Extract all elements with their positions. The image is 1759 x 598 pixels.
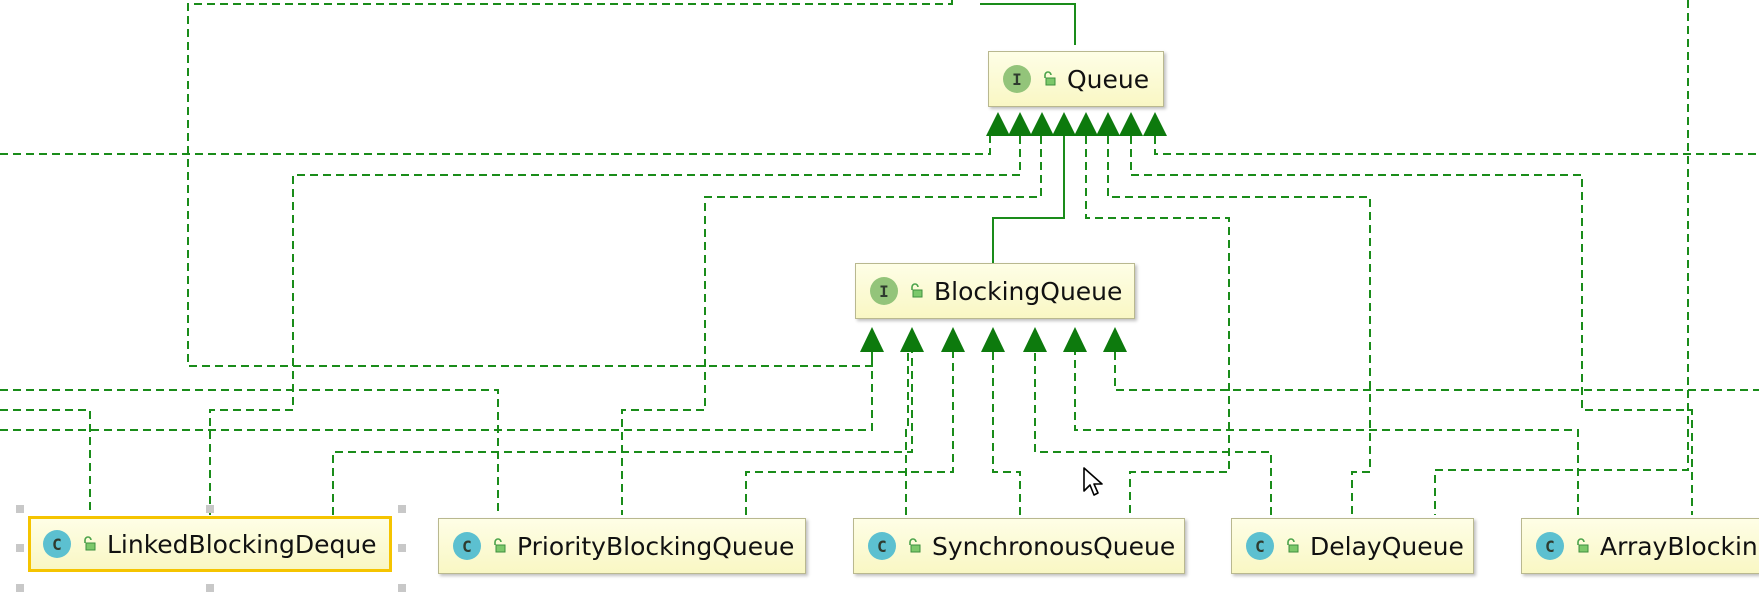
class-badge-icon: C bbox=[43, 530, 71, 558]
implements-edge bbox=[1074, 352, 1579, 515]
implements-edge bbox=[1434, 0, 1689, 515]
selection-handle[interactable] bbox=[206, 584, 214, 592]
inheritance-arrowhead bbox=[1074, 112, 1098, 136]
public-access-icon bbox=[911, 283, 923, 298]
inheritance-arrowhead bbox=[1143, 112, 1167, 136]
inheritance-arrowhead bbox=[1030, 112, 1054, 136]
implements-edge bbox=[1130, 136, 1693, 515]
implements-edge bbox=[0, 136, 991, 155]
implements-edge bbox=[0, 409, 91, 515]
inheritance-arrowhead bbox=[941, 327, 965, 352]
inheritance-arrowhead bbox=[1119, 112, 1143, 136]
implements-edge bbox=[0, 352, 873, 431]
node-array-blocking-queue[interactable]: C ArrayBlockingQueue bbox=[1521, 518, 1759, 574]
node-label: SynchronousQueue bbox=[932, 531, 1176, 561]
public-access-icon bbox=[494, 538, 506, 553]
mouse-pointer-icon bbox=[1083, 467, 1103, 496]
inheritance-arrowhead bbox=[1052, 112, 1076, 136]
node-queue[interactable]: I Queue bbox=[988, 51, 1164, 107]
selection-handle[interactable] bbox=[16, 544, 24, 552]
extends-edge bbox=[980, 3, 1076, 45]
implements-edge bbox=[1154, 136, 1759, 155]
class-badge-icon: C bbox=[453, 532, 481, 560]
node-label: LinkedBlockingDeque bbox=[107, 529, 377, 559]
inheritance-arrowhead bbox=[860, 327, 884, 352]
node-blocking-queue[interactable]: I BlockingQueue bbox=[855, 263, 1135, 319]
node-label: ArrayBlockingQueue bbox=[1600, 531, 1759, 561]
inheritance-arrowhead bbox=[1063, 327, 1087, 352]
inheritance-arrowhead bbox=[1103, 327, 1127, 352]
node-label: PriorityBlockingQueue bbox=[517, 531, 795, 561]
class-badge-icon: C bbox=[1246, 532, 1274, 560]
selection-handle[interactable] bbox=[398, 584, 406, 592]
node-delay-queue[interactable]: C DelayQueue bbox=[1231, 518, 1474, 574]
public-access-icon bbox=[909, 538, 921, 553]
node-label: Queue bbox=[1067, 64, 1150, 94]
implements-edge bbox=[992, 352, 1021, 515]
inheritance-arrowhead bbox=[986, 112, 1010, 136]
implements-edge bbox=[209, 136, 1021, 515]
node-label: DelayQueue bbox=[1310, 531, 1464, 561]
class-badge-icon: C bbox=[868, 532, 896, 560]
interface-badge-icon: I bbox=[1003, 65, 1031, 93]
class-badge-icon: C bbox=[1536, 532, 1564, 560]
inheritance-arrowhead bbox=[1096, 112, 1120, 136]
implements-edge bbox=[332, 352, 913, 515]
inheritance-arrowhead bbox=[900, 327, 924, 352]
implements-edge bbox=[1114, 352, 1759, 391]
implements-edge bbox=[621, 136, 1042, 515]
selection-handle[interactable] bbox=[398, 544, 406, 552]
inheritance-arrowhead bbox=[1008, 112, 1032, 136]
implements-edge bbox=[1085, 136, 1230, 515]
public-access-icon bbox=[84, 536, 96, 551]
implements-edge bbox=[1034, 352, 1272, 515]
node-synchronous-queue[interactable]: C SynchronousQueue bbox=[853, 518, 1185, 574]
inheritance-arrowhead bbox=[981, 327, 1005, 352]
implements-edge bbox=[745, 352, 954, 515]
selection-handle[interactable] bbox=[398, 505, 406, 513]
implements-edge bbox=[905, 352, 909, 515]
selection-handle[interactable] bbox=[16, 505, 24, 513]
extends-edge bbox=[992, 136, 1065, 263]
public-access-icon bbox=[1577, 538, 1589, 553]
public-access-icon bbox=[1287, 538, 1299, 553]
public-access-icon bbox=[1044, 71, 1056, 86]
interface-badge-icon: I bbox=[870, 277, 898, 305]
selection-handle[interactable] bbox=[206, 505, 214, 513]
node-priority-blocking-queue[interactable]: C PriorityBlockingQueue bbox=[438, 518, 806, 574]
implements-edge bbox=[0, 389, 499, 515]
implements-edge bbox=[1107, 136, 1371, 515]
implements-edge bbox=[187, 0, 953, 367]
node-linked-blocking-deque[interactable]: C LinkedBlockingDeque bbox=[28, 516, 392, 572]
selection-handle[interactable] bbox=[16, 584, 24, 592]
inheritance-arrowhead bbox=[1023, 327, 1047, 352]
node-label: BlockingQueue bbox=[934, 276, 1123, 306]
